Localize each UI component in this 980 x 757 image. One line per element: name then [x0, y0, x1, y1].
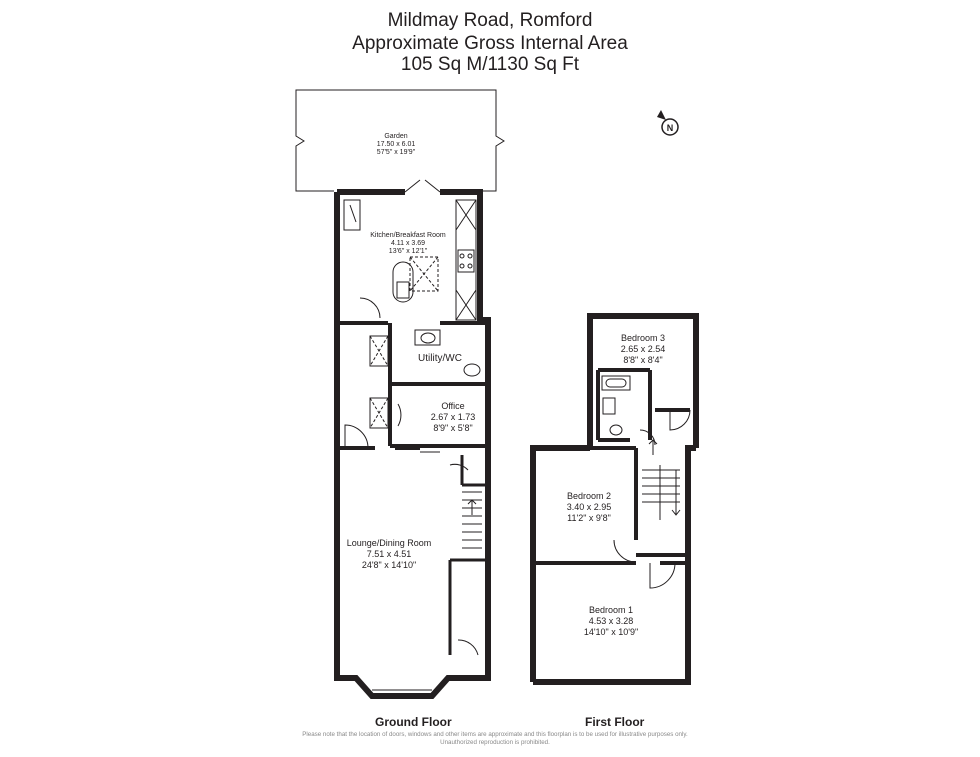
kitchen-metric: 4.11 x 3.69 — [391, 240, 425, 247]
area-value: 105 Sq M/1130 Sq Ft — [400, 54, 580, 75]
room-labels: Garden 17.50 x 6.01 57'5" x 19'9" Kitche… — [347, 133, 666, 637]
office-name: Office — [441, 401, 464, 411]
bedroom2-metric: 3.40 x 2.95 — [567, 502, 612, 512]
disclaimer-text: Please note that the location of doors, … — [302, 731, 688, 746]
bedroom1-imperial: 14'10" x 10'9" — [584, 627, 638, 637]
office-imperial: 8'9" x 5'8" — [433, 423, 472, 433]
first-floor-walls — [530, 313, 699, 685]
garden-metric: 17.50 x 6.01 — [377, 141, 416, 148]
first-floor-label: First Floor — [585, 715, 645, 729]
garden-name: Garden — [384, 133, 407, 140]
bedroom2-name: Bedroom 2 — [567, 491, 611, 501]
office-metric: 2.67 x 1.73 — [431, 412, 476, 422]
bedroom2-imperial: 11'2" x 9'8" — [567, 513, 611, 523]
garden-outline — [295, 89, 505, 192]
ground-floor-walls — [334, 189, 491, 699]
ground-floor-label: Ground Floor — [375, 715, 452, 729]
kitchen-fixtures — [343, 179, 477, 321]
hall-fixtures — [344, 297, 482, 691]
first-floor-fixtures — [601, 375, 691, 589]
area-label: Approximate Gross Internal Area — [352, 33, 628, 54]
lounge-metric: 7.51 x 4.51 — [367, 549, 412, 559]
lounge-name: Lounge/Dining Room — [347, 538, 432, 548]
garden-imperial: 57'5" x 19'9" — [377, 149, 416, 156]
compass-icon: N — [657, 110, 679, 136]
compass-letter: N — [667, 123, 674, 133]
bedroom1-name: Bedroom 1 — [589, 605, 633, 615]
bedroom3-metric: 2.65 x 2.54 — [621, 344, 666, 354]
lounge-imperial: 24'8" x 14'10" — [362, 560, 416, 570]
bedroom3-name: Bedroom 3 — [621, 333, 665, 343]
address-title: Mildmay Road, Romford — [387, 10, 593, 31]
kitchen-imperial: 13'6" x 12'1" — [389, 248, 428, 255]
bedroom3-imperial: 8'8" x 8'4" — [623, 355, 662, 365]
kitchen-name: Kitchen/Breakfast Room — [370, 232, 446, 239]
utility-name: Utility/WC — [418, 353, 462, 364]
bedroom1-metric: 4.53 x 3.28 — [589, 616, 634, 626]
